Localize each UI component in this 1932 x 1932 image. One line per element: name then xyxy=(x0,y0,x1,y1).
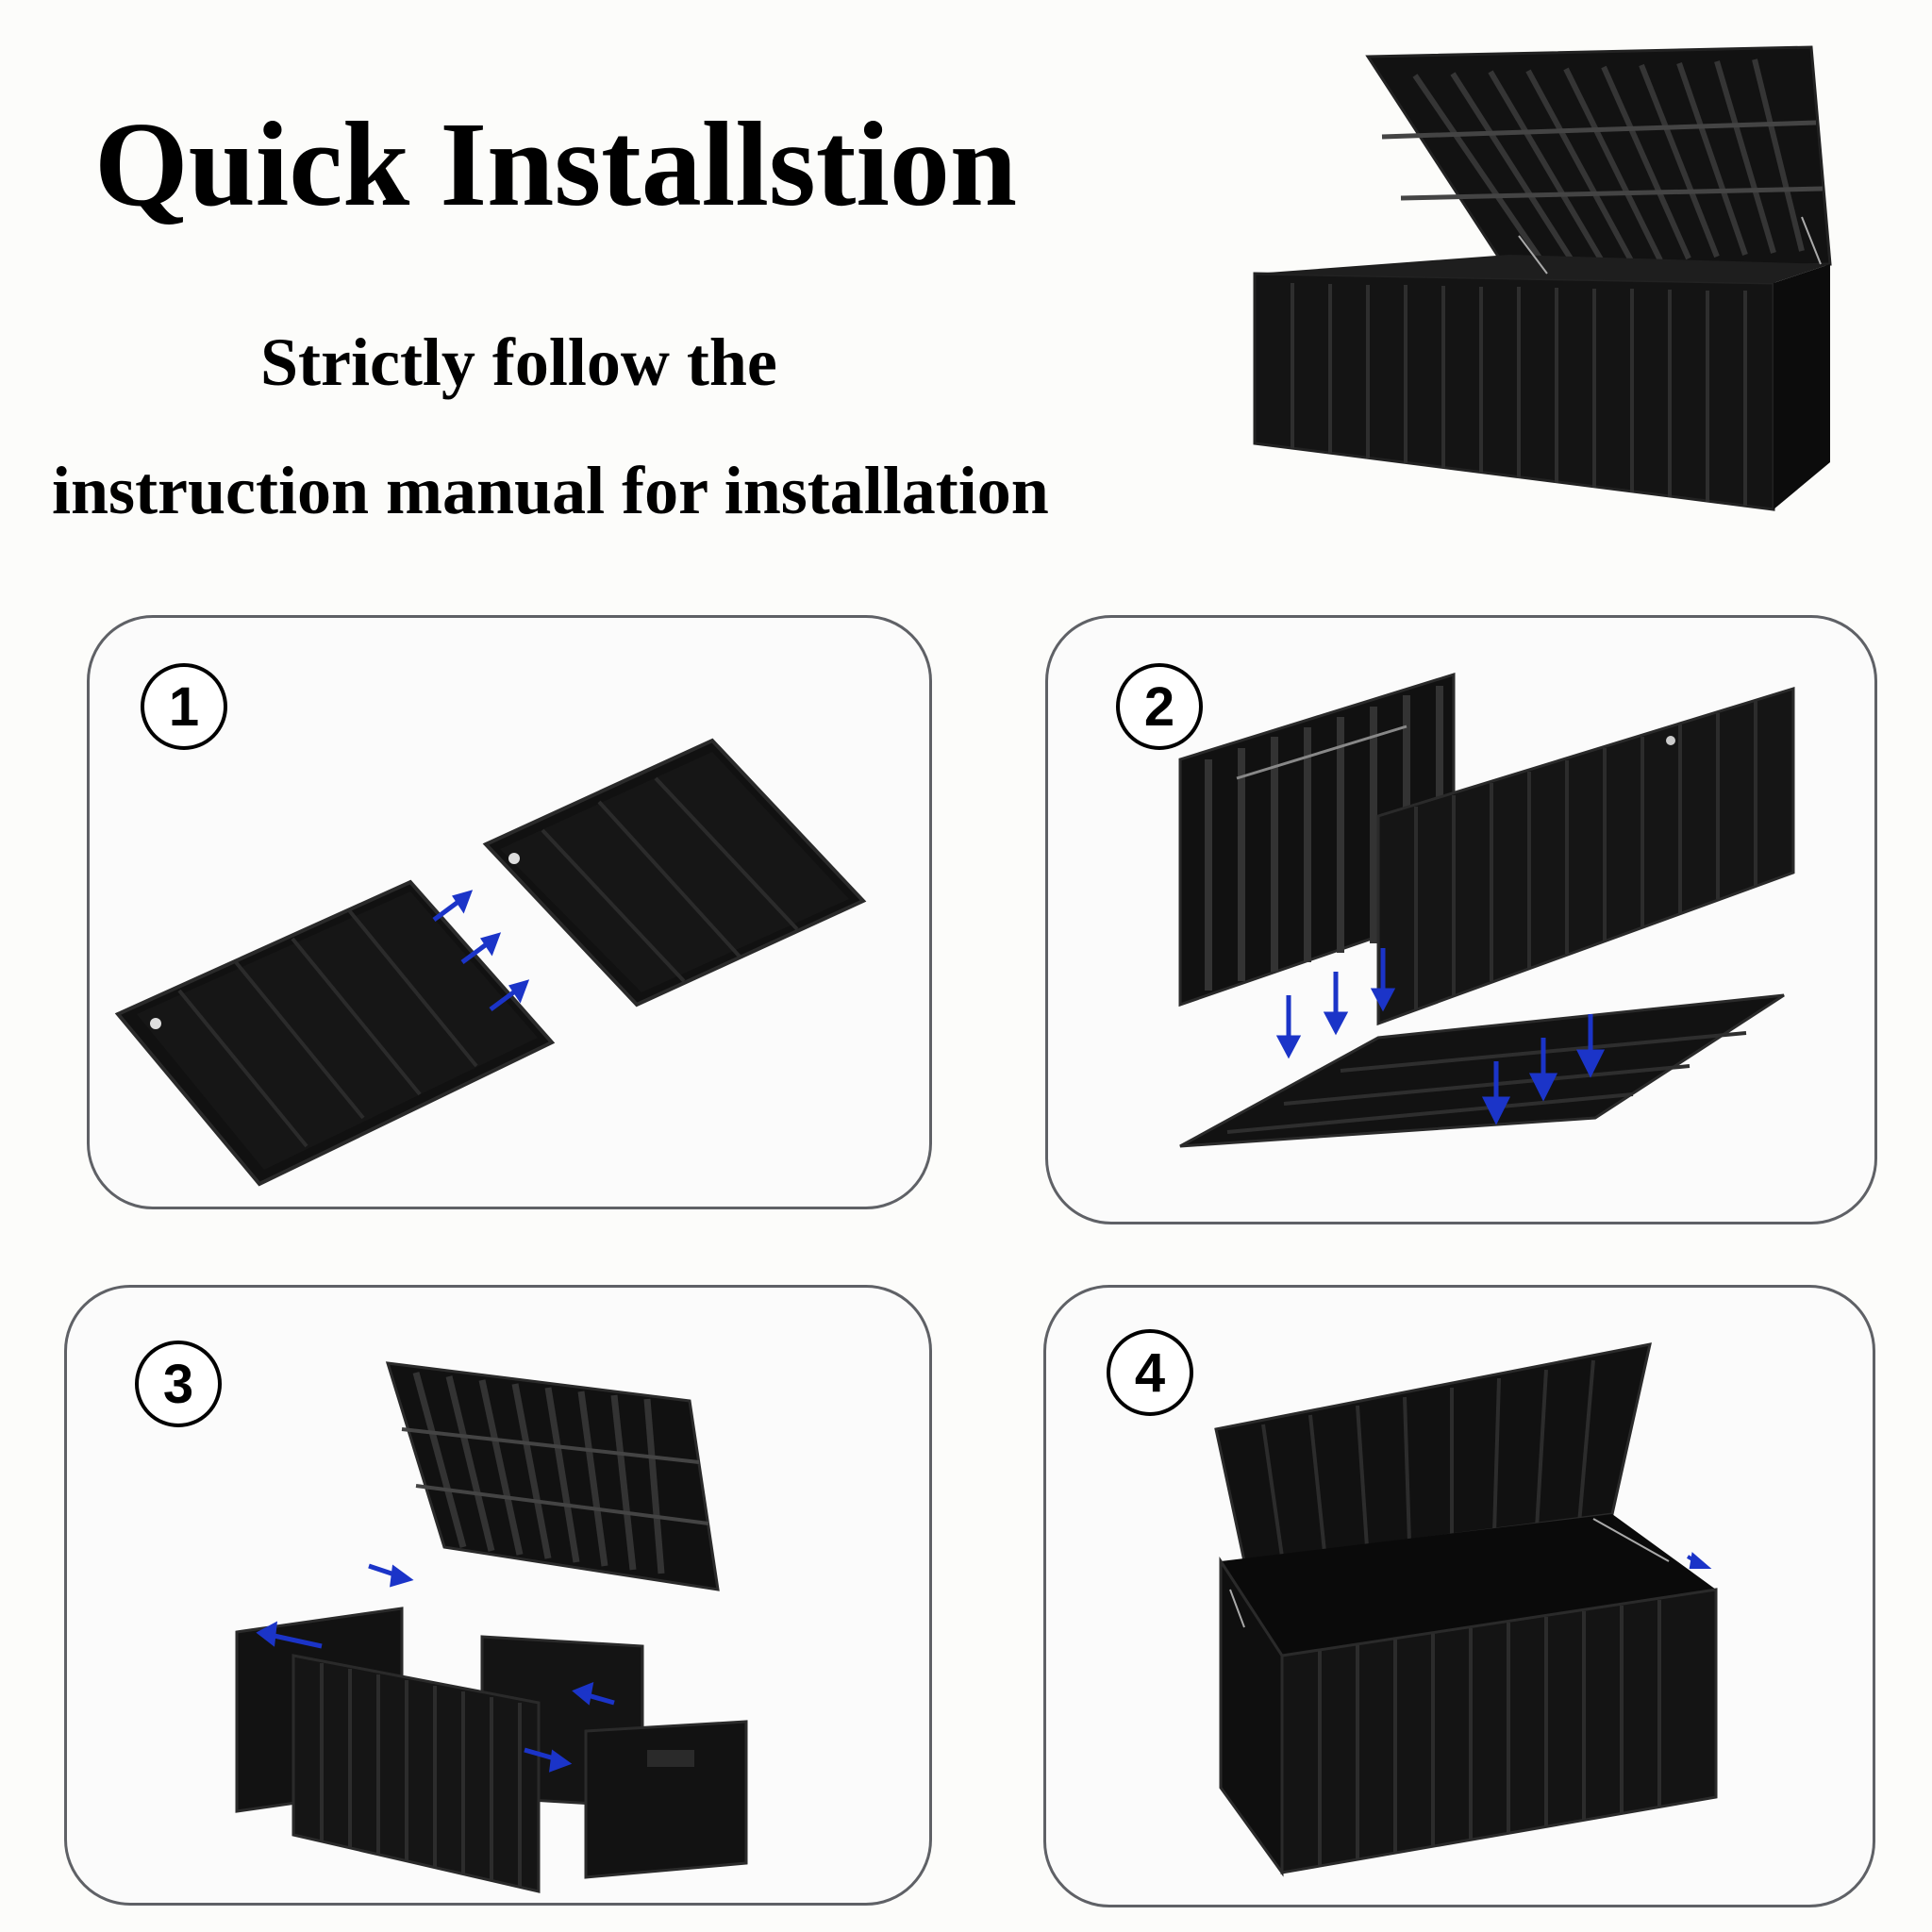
base-panels-icon xyxy=(108,675,920,1203)
finished-box-icon xyxy=(1065,1342,1857,1891)
step-number-badge: 1 xyxy=(141,663,227,750)
page-title: Quick Installstion xyxy=(94,97,1018,231)
step-panel-3: 3 xyxy=(64,1285,932,1906)
step-panel-4: 4 xyxy=(1043,1285,1875,1907)
step3-graphic xyxy=(235,1361,748,1893)
step-panel-1: 1 xyxy=(87,615,932,1209)
step2-graphic xyxy=(1178,672,1795,1148)
step-number-badge: 3 xyxy=(135,1341,222,1427)
step-number-badge: 4 xyxy=(1107,1329,1193,1416)
subtitle-line-2: instruction manual for installation xyxy=(52,453,1049,528)
step4-graphic xyxy=(1214,1342,1718,1877)
step-number-badge: 2 xyxy=(1116,663,1203,750)
step1-graphic xyxy=(114,738,867,1187)
step-panel-2: 2 xyxy=(1045,615,1877,1224)
subtitle-line-1: Strictly follow the xyxy=(260,325,777,400)
storage-box-graphic xyxy=(1253,45,1832,511)
wall-panels-icon xyxy=(1067,672,1859,1212)
storage-box-icon xyxy=(1245,45,1832,519)
box-assembly-icon xyxy=(86,1361,916,1893)
